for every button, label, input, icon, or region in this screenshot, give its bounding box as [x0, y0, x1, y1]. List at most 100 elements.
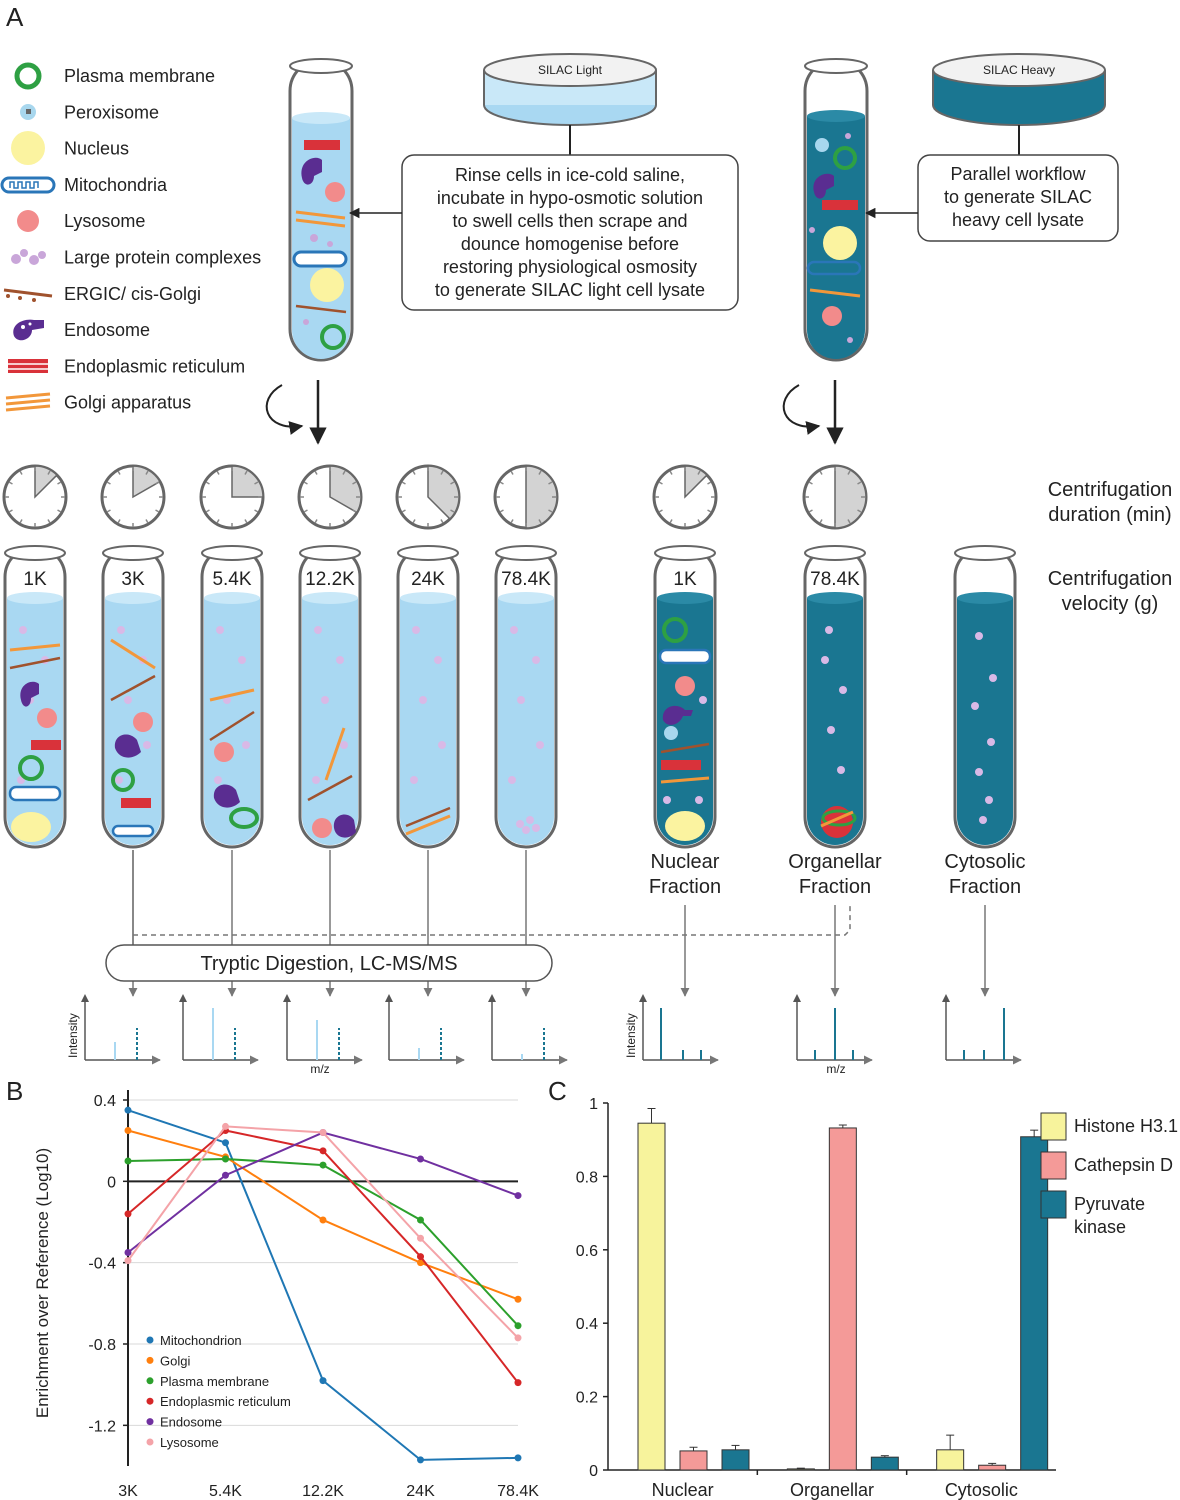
data-point	[124, 1210, 132, 1218]
plasma-membrane	[111, 768, 135, 792]
clock-tick	[303, 509, 308, 513]
silac-heavy-label: SILAC Heavy	[983, 63, 1055, 77]
peroxisome	[664, 726, 678, 740]
clock-elapsed-wedge	[34, 465, 58, 499]
protein-complex	[438, 741, 446, 749]
ergic	[209, 710, 255, 742]
mitochondrion	[8, 785, 62, 802]
plasma-membrane-icon	[14, 62, 42, 90]
data-point	[417, 1155, 424, 1163]
legend-label: Endosome	[160, 1415, 222, 1430]
protein-complex	[314, 626, 322, 634]
protein-complex	[419, 696, 427, 704]
data-point	[514, 1454, 522, 1462]
clock-tick	[808, 509, 813, 513]
y-tick-label: 0.4	[94, 1093, 116, 1110]
y-tick-label: 0.8	[576, 1169, 598, 1186]
y-tick-label: 1	[589, 1096, 598, 1113]
legend-swatch	[1040, 1190, 1067, 1219]
clock-tick	[499, 509, 504, 513]
protein-complex	[19, 626, 27, 634]
dashed-reference-line	[133, 905, 851, 936]
x-tick-label: Cytosolic	[945, 1480, 1018, 1500]
tube-meniscus	[7, 592, 63, 604]
data-point	[417, 1234, 424, 1242]
clock-tick	[499, 481, 504, 485]
tube-meniscus	[657, 592, 713, 604]
light-lysate-tube	[288, 58, 354, 362]
spectrum-y-arrow	[283, 994, 291, 1002]
clock-tick	[847, 470, 851, 475]
tube-meniscus	[957, 592, 1013, 604]
endosome	[114, 734, 141, 758]
tube-rim	[102, 545, 164, 561]
protein-complex	[532, 824, 540, 832]
tube-medium	[807, 598, 863, 845]
tube-rim	[397, 545, 459, 561]
heavy-lysate-tube	[803, 58, 869, 362]
data-point	[319, 1377, 327, 1385]
protein-complex	[827, 726, 835, 734]
clock-tick	[303, 481, 308, 485]
spectrum-y-arrow	[179, 994, 187, 1002]
clock-tick	[510, 470, 514, 475]
mitochondrion	[658, 648, 712, 665]
legend-label-plasma-membrane: Plasma membrane	[64, 66, 215, 86]
centrifuge-arrow-heavy	[782, 380, 844, 445]
nucleus-icon	[11, 131, 45, 165]
clock-elapsed-wedge	[525, 465, 558, 529]
data-point	[124, 1106, 132, 1114]
lysosome	[133, 712, 153, 732]
clock-tick	[450, 481, 455, 485]
light-tube-3: 5.4K	[199, 464, 265, 849]
clock-tick	[106, 481, 111, 485]
mitochondrion	[111, 824, 155, 838]
light-tube-1: 1K	[2, 464, 68, 849]
panel-label-b: B	[6, 1076, 23, 1106]
clock-tick	[510, 519, 514, 524]
legend-label: Plasma membrane	[160, 1374, 269, 1389]
heavy-tube-2: 78.4K	[802, 464, 868, 849]
protein-complex	[979, 816, 987, 824]
y-tick-label: -1.2	[88, 1418, 116, 1435]
light-workflow-text: incubate in hypo-osmotic solution	[437, 188, 703, 208]
spectrum-y-arrow	[488, 994, 496, 1002]
plasma-membrane	[229, 807, 259, 829]
clock-tick	[658, 509, 663, 513]
spectrum-1	[81, 994, 161, 1065]
data-point	[514, 1192, 522, 1200]
legend-label-peroxisome: Peroxisome	[64, 102, 159, 122]
tube-rim	[654, 545, 716, 561]
data-point	[319, 1129, 327, 1137]
protein-complex	[410, 776, 418, 784]
golgi-stack	[110, 638, 156, 670]
tube-meniscus	[105, 592, 161, 604]
clock-tick	[117, 519, 121, 524]
nucleus-pellet	[665, 811, 705, 841]
legend-label: Lysosome	[160, 1435, 219, 1450]
fraction-label: Nuclear	[651, 851, 720, 873]
clock-tick	[8, 481, 13, 485]
data-point	[514, 1379, 522, 1387]
clock-tick	[155, 481, 160, 485]
golgi-stack	[324, 727, 346, 781]
ergic	[9, 656, 61, 670]
legend-label: Endoplasmic reticulum	[160, 1394, 291, 1409]
spectrum-y-label: Intensity	[624, 1013, 638, 1058]
tube-medium	[204, 598, 260, 845]
legend-label: kinase	[1074, 1217, 1126, 1237]
legend-swatch	[1040, 1112, 1067, 1141]
lysosome	[312, 818, 332, 838]
legend-marker	[146, 1336, 154, 1344]
data-point	[514, 1334, 522, 1342]
light-workflow-text: restoring physiological osmosity	[443, 257, 697, 277]
spectrum-7	[793, 994, 873, 1065]
clock-tick	[254, 509, 259, 513]
bar	[870, 1456, 899, 1471]
lysosome-icon	[17, 210, 39, 232]
y-tick-label: 0	[107, 1174, 116, 1191]
endosome	[213, 784, 240, 808]
clock-tick	[538, 470, 542, 475]
clock-tick	[47, 519, 51, 524]
